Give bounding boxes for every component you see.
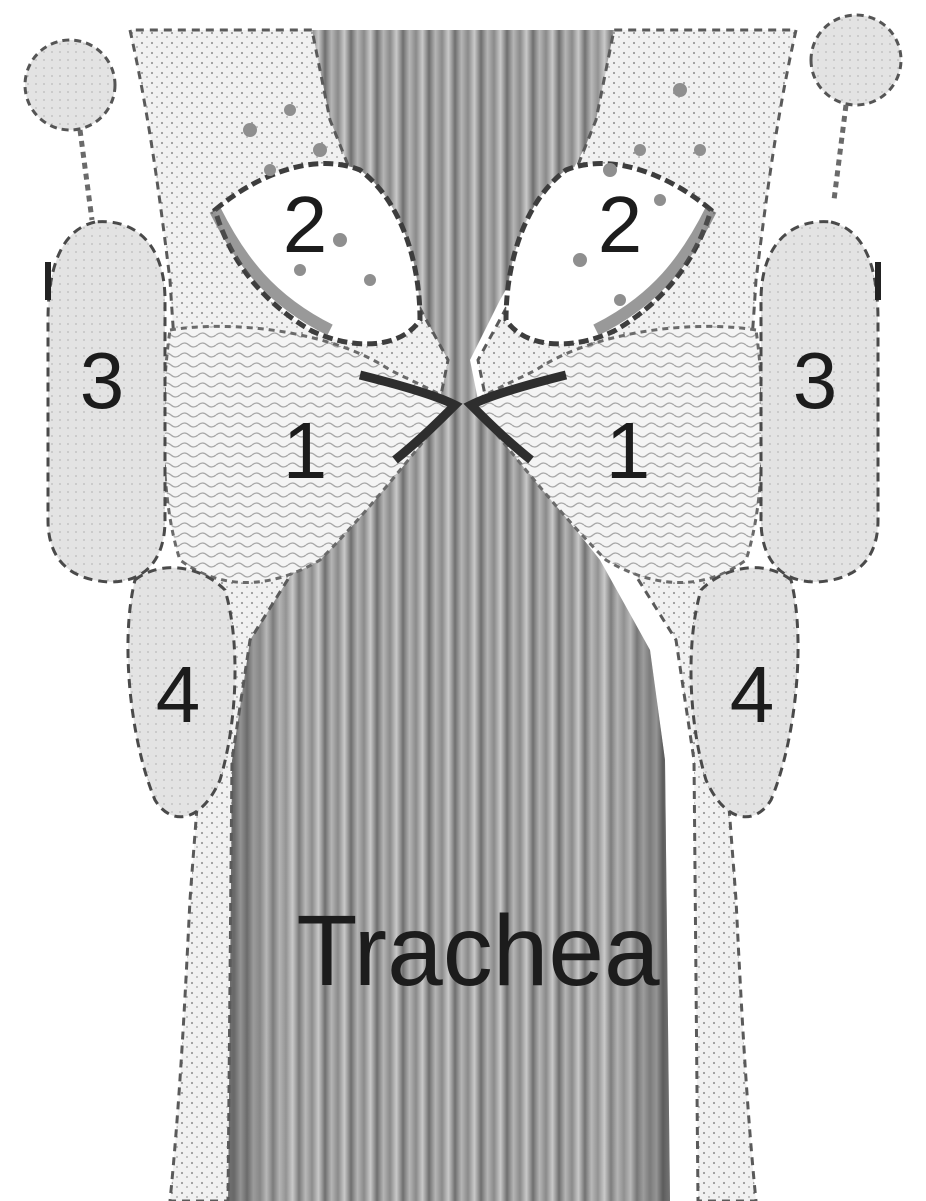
label-right-1: 1 xyxy=(606,406,651,495)
label-left-1: 1 xyxy=(283,406,328,495)
label-right-3: 3 xyxy=(793,336,838,425)
label-right-4: 4 xyxy=(730,650,775,739)
label-left-2: 2 xyxy=(283,180,328,269)
label-right-2: 2 xyxy=(598,180,643,269)
label-left-4: 4 xyxy=(156,650,201,739)
label-left-3: 3 xyxy=(80,336,125,425)
label-trachea: Trachea xyxy=(296,895,660,1007)
